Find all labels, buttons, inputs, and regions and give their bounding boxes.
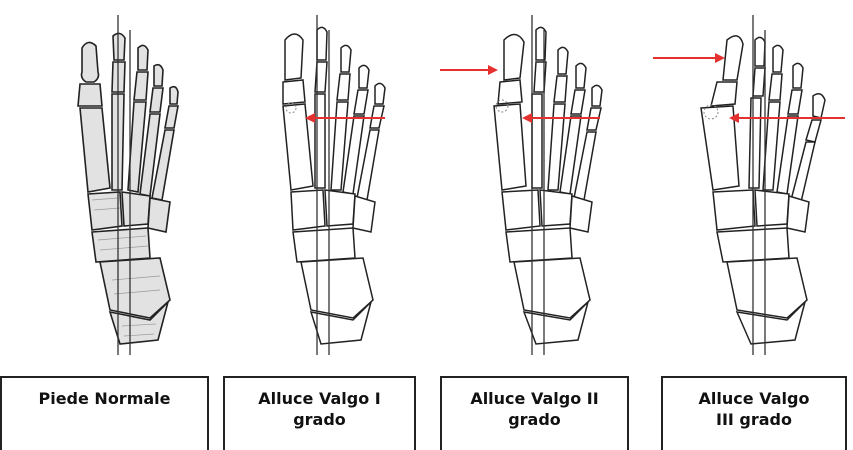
normal-foot-drawing [0,0,213,370]
toe-5-distal [375,83,385,104]
talus [100,258,170,318]
toe-4-middle [150,88,163,112]
toe-2-distal [755,37,765,66]
navicular [506,228,572,262]
intermediate-cuneiforms [755,190,789,226]
grade-1-foot-drawing [213,0,426,370]
metatarsal-5 [791,142,815,202]
intermediate-cuneiforms [540,190,572,226]
toe-2-middle [753,68,765,96]
label-line-1: Alluce Valgo [699,388,810,409]
hallux-distal-phalanx [504,34,524,80]
navicular [92,228,150,262]
medial-cuneiform [291,190,325,230]
hallux-proximal-phalanx [78,84,102,106]
panel-grade-2: Alluce Valgo II grado [426,0,639,444]
toe-3-distal [773,45,783,72]
medial-cuneiform [502,190,540,230]
hallux-proximal-phalanx [498,80,522,104]
label-grade-2: Alluce Valgo II grado [440,376,629,450]
toe-4-distal [793,63,803,88]
toe-3-distal [558,47,568,74]
hallux-distal-phalanx [82,42,99,82]
toe-3-middle [337,74,350,100]
toe-2-distal [317,27,327,60]
medial-cuneiform [713,190,755,230]
metatarsal-1 [494,104,526,190]
label-text: Alluce Valgo III grado [699,388,810,430]
metatarsal-2 [749,98,761,188]
cuboid [353,196,375,232]
toe-5-distal [592,85,602,106]
metatarsal-1 [80,108,110,192]
label-text: Alluce Valgo I grado [258,388,380,430]
grade-3-arrow-toe [653,53,725,63]
toe-4-middle [354,90,368,114]
grade-3-foot-bones [701,36,825,344]
talus [301,258,373,318]
label-grade-1: Alluce Valgo I grado [223,376,416,450]
label-line-1: Alluce Valgo II [470,388,598,409]
toe-3-distal [138,45,148,70]
panel-normal-foot: Piede Normale [0,0,213,444]
grade-2-foot-bones [494,27,602,344]
cuboid [570,196,592,232]
medial-cuneiform [88,192,122,230]
label-line-1: Alluce Valgo I [258,388,380,409]
panel-grade-3: Alluce Valgo III grado [639,0,852,444]
grade-3-foot-drawing [639,0,852,370]
toe-5-middle [806,120,821,142]
label-normal-foot: Piede Normale [0,376,209,450]
toe-4-distal [576,63,586,88]
talus [514,258,590,318]
toe-4-distal [359,65,369,88]
label-grade-3: Alluce Valgo III grado [661,376,847,450]
grade-2-arrow-toe [440,65,498,75]
toe-5-distal [813,94,825,118]
hallux-distal-phalanx [723,36,743,80]
toe-2-distal [113,33,125,60]
toe-3-distal [341,45,351,72]
normal-foot-bones [78,33,178,344]
label-line-1: Piede Normale [38,388,170,409]
toe-4-middle [788,90,802,114]
hallux-proximal-phalanx [711,82,737,106]
intermediate-cuneiforms [122,192,150,226]
toe-4-middle [571,90,585,114]
label-line-2: grado [258,409,380,430]
label-text: Piede Normale [38,388,170,409]
grade-1-foot-bones [283,27,385,344]
hallux-distal-phalanx [285,34,303,80]
cuboid [148,198,170,232]
talus [727,258,807,318]
panel-grade-1: Alluce Valgo I grado [213,0,426,444]
label-line-2: III grado [699,409,810,430]
toe-3-middle [134,72,148,100]
label-line-2: grado [470,409,598,430]
hallux-proximal-phalanx [283,80,305,104]
toe-5-middle [165,106,178,128]
toe-3-middle [769,74,782,100]
cuboid [787,196,809,232]
toe-5-distal [170,87,178,104]
grade-2-foot-drawing [426,0,639,370]
toe-4-distal [154,65,163,86]
navicular [293,228,355,262]
label-text: Alluce Valgo II grado [470,388,598,430]
metatarsal-2 [532,94,542,188]
toe-3-middle [554,76,567,102]
